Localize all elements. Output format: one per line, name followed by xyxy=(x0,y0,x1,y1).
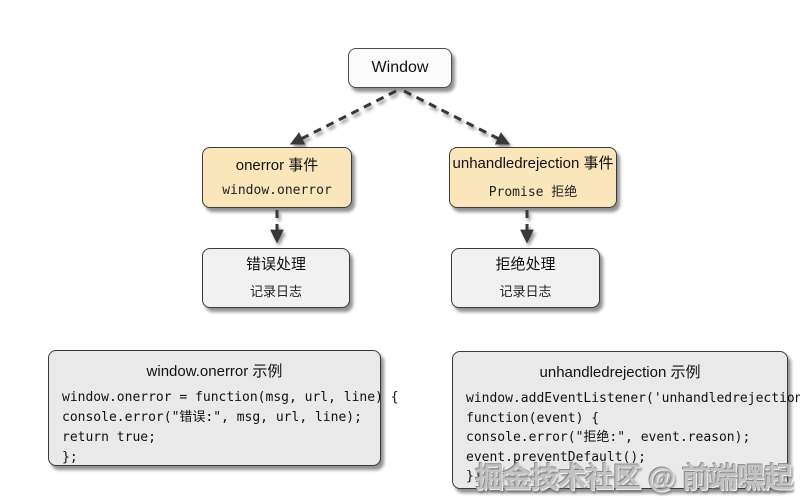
node-onerror-title: onerror 事件 xyxy=(235,157,319,175)
node-onerror-subtitle: window.onerror xyxy=(222,182,332,198)
code-line: console.error("拒绝:", event.reason); xyxy=(466,430,751,445)
code-line: }; xyxy=(62,450,78,465)
node-unhandledrejection-event: unhandledrejection 事件 Promise 拒绝 xyxy=(449,147,617,208)
node-error-handler-subtitle: 记录日志 xyxy=(249,284,302,300)
node-window-label: Window xyxy=(371,59,429,76)
code-line: return true; xyxy=(62,430,156,445)
node-window: Window xyxy=(348,48,452,88)
code-line: function(event) { xyxy=(466,410,600,426)
node-rejection-handler-title: 拒绝处理 xyxy=(495,255,556,273)
code-example-unhandledrejection: unhandledrejection 示例 window.addEventLis… xyxy=(452,351,800,489)
edge-window-to-unhandledrejection xyxy=(403,89,511,145)
code-line: window.addEventListener('unhandledreject… xyxy=(466,391,800,406)
node-unhandledrejection-subtitle: Promise 拒绝 xyxy=(488,184,578,200)
code-line: window.onerror = function(msg, url, line… xyxy=(62,390,399,405)
edge-window-to-onerror xyxy=(289,89,397,145)
code-example-onerror: window.onerror 示例 window.onerror = funct… xyxy=(48,350,399,466)
node-rejection-handler: 拒绝处理 记录日志 xyxy=(451,248,600,308)
node-rejection-handler-subtitle: 记录日志 xyxy=(499,284,552,300)
node-error-handler: 错误处理 记录日志 xyxy=(202,248,350,308)
code-example-onerror-title: window.onerror 示例 xyxy=(146,363,283,380)
code-line: }); xyxy=(466,469,490,484)
code-line: event.preventDefault(); xyxy=(466,449,647,465)
code-line: console.error("错误:", msg, url, line); xyxy=(62,410,362,425)
node-onerror-event: onerror 事件 window.onerror xyxy=(202,147,352,208)
node-unhandledrejection-title: unhandledrejection 事件 xyxy=(452,155,614,173)
node-error-handler-title: 错误处理 xyxy=(245,255,306,273)
code-example-unhandledrejection-title: unhandledrejection 示例 xyxy=(539,364,701,381)
